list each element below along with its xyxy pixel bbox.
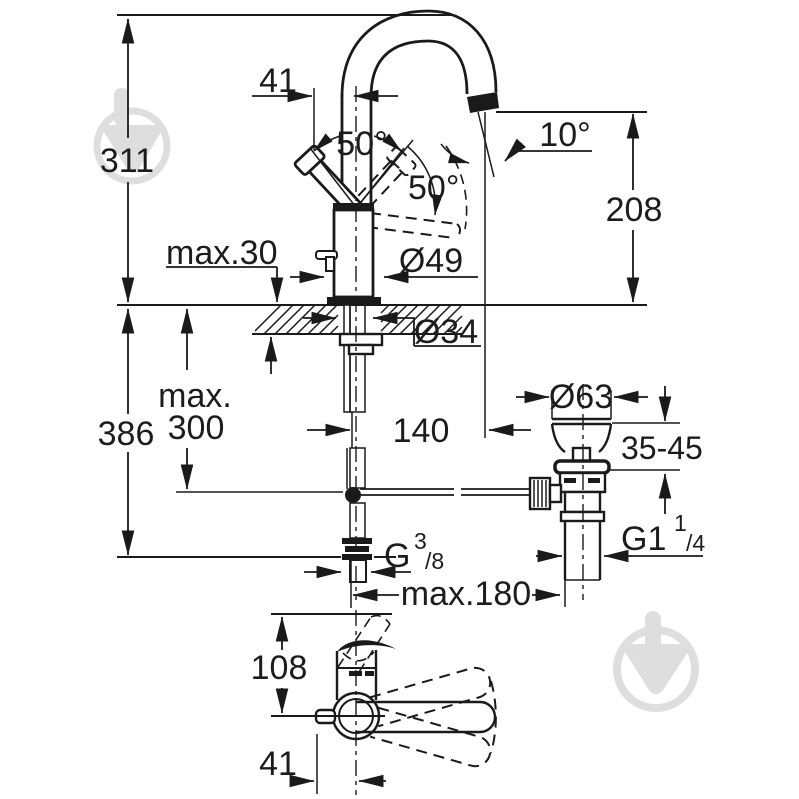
spout-dashed-up: [369, 666, 492, 728]
faucet-body: [332, 208, 375, 299]
body-top-band: [333, 203, 374, 211]
hose-nipple: [349, 559, 367, 583]
center-lines: [355, 86, 584, 795]
rod-ball-joint: [345, 487, 361, 503]
watermark-bottom-right: [613, 611, 699, 712]
spout-top-view: [356, 700, 497, 734]
supply-hose-middle: [349, 447, 366, 489]
dim-140: 140: [393, 412, 450, 450]
pop-up-rod: [360, 488, 530, 496]
spout-outlet-aerator: [467, 92, 499, 113]
dim-50-right: 50°: [408, 169, 459, 207]
dim-g38-sup: 3: [414, 528, 427, 554]
handle-top-crescent: [337, 640, 396, 652]
dim-311: 311: [100, 142, 154, 180]
dim-dia63: Ø63: [549, 378, 613, 416]
riser-tube: [343, 304, 351, 413]
reference-lines: [117, 14, 647, 558]
mounting-nut: [338, 332, 384, 347]
spout-inner-curve: [369, 39, 469, 98]
dim-50-left: 50°: [336, 125, 387, 163]
mounting-section: [338, 304, 530, 583]
dim-3545: 35-45: [621, 430, 703, 466]
dim-dia34: Ø34: [414, 313, 478, 351]
dim-dia49: Ø49: [399, 242, 463, 280]
spout-outer-curve: [340, 9, 498, 98]
spout-dashed-down: [369, 706, 492, 768]
faucet-front-view: [293, 9, 499, 305]
pin-stem-icon: [645, 611, 661, 653]
dim-g114-main: G1: [621, 520, 666, 558]
dim-41-bottom: 41: [259, 745, 297, 783]
dim-208: 208: [606, 191, 663, 229]
dimension-labels: 311 41 50° 50° 10° 208 max.30 Ø49 Ø34 ma…: [98, 62, 706, 783]
base-plate: [327, 297, 381, 305]
supply-hose-lower: [349, 502, 366, 539]
dim-g38-main: G: [384, 537, 410, 575]
mounting-nut-lower: [347, 343, 375, 356]
handle-dashed-position: [347, 146, 417, 219]
watermark-top-left: [93, 88, 171, 185]
pull-rod-stem: [325, 256, 335, 272]
top-view: [314, 614, 497, 768]
waste-flange: [553, 459, 611, 475]
dimension-lines: [121, 18, 703, 794]
dim-max180: max.180: [401, 575, 531, 613]
dim-386: 386: [98, 415, 155, 453]
dim-max300-line2: 300: [168, 409, 225, 447]
handle-top-dashed: [337, 614, 391, 673]
pin-circle-icon: [93, 107, 171, 185]
pin-triangle-icon: [102, 125, 163, 173]
pin-stem-icon: [114, 88, 129, 126]
dim-g114-sub: /4: [686, 530, 705, 556]
dim-max300-line1: max.: [158, 377, 232, 415]
dim-max30: max.30: [166, 234, 278, 272]
supply-hose-upper: [349, 304, 366, 413]
rod-adjuster-knob: [528, 476, 552, 511]
pop-up-waste: [528, 417, 613, 607]
dim-108: 108: [251, 649, 308, 687]
pin-triangle-icon: [623, 644, 690, 695]
dim-g114-sup: 1: [674, 510, 687, 536]
dim-g38-sub: /8: [425, 548, 444, 574]
dim-10: 10°: [539, 116, 590, 154]
dim-41-top: 41: [259, 62, 297, 100]
